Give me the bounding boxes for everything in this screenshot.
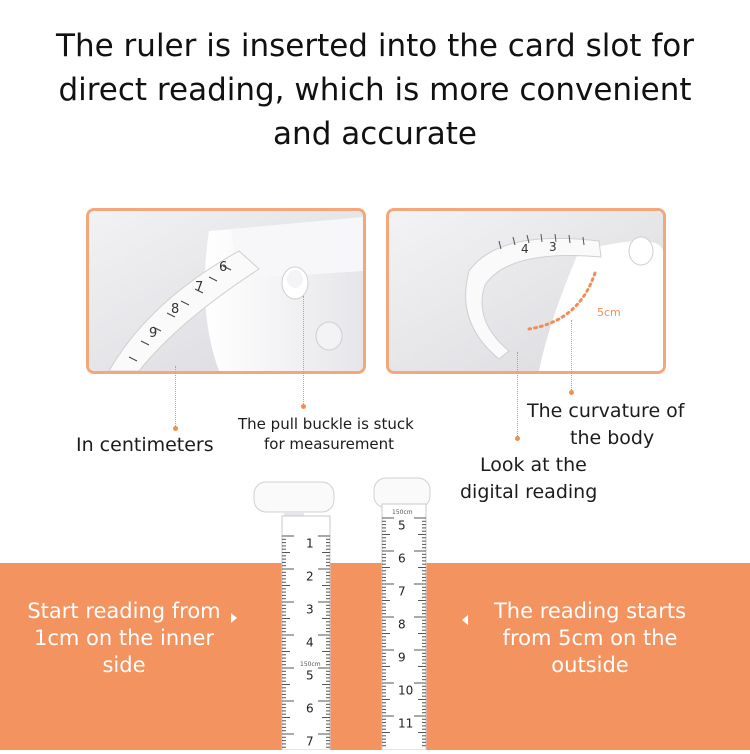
tape-number-3: 3 [549, 240, 557, 254]
tape-inner-number: 6 [306, 702, 314, 716]
tape-outside-number: 9 [398, 651, 406, 665]
leader-pull-buckle [303, 296, 304, 406]
marker-label: 5cm [597, 306, 621, 319]
caption-pull-buckle-line-1: The pull buckle is stuck [238, 415, 414, 433]
tape-inner-drawing: 1 2 3 4 5 6 7 150cm [253, 481, 335, 751]
headline: The ruler is inserted into the card slot… [20, 24, 730, 156]
headline-line-1: The ruler is inserted into the card slot… [56, 28, 694, 64]
photo-left-illustration: 9 8 7 6 [89, 211, 363, 371]
curved-tape [465, 237, 602, 360]
tape-inner-strip [281, 515, 331, 751]
leader-centimeters [175, 366, 176, 428]
leader-dot-centimeters [173, 426, 178, 431]
tape-inner-end-cap [253, 481, 335, 513]
tape-outside-strip [381, 503, 427, 751]
caption-pull-buckle-line-2: for measurement [264, 435, 395, 453]
photo-left-tape-slot: 9 8 7 6 [86, 208, 366, 374]
tape-inner-number: 7 [306, 735, 314, 749]
photo-right-curvature: 3 4 5cm [386, 208, 666, 374]
tape-inner-number: 4 [306, 636, 314, 650]
tape-inner-number: 3 [306, 603, 314, 617]
caption-curvature-line-2: the body [570, 427, 655, 449]
band-left-line-1: Start reading from [27, 599, 221, 623]
band-left-line-2: 1cm on the inner [33, 626, 215, 650]
leader-dot-pull-buckle [301, 404, 306, 409]
tape-band [108, 250, 260, 371]
tape-outside-number: 10 [398, 684, 413, 698]
leader-curvature [571, 320, 572, 392]
tape-outside: 5 6 7 8 9 10 11 150cm [370, 476, 466, 751]
tape-ticks [498, 233, 585, 250]
arrow-left-icon [462, 615, 468, 625]
caption-digital: Look at the digital reading [460, 452, 597, 506]
band-right-line-1: The reading starts [493, 599, 687, 623]
caption-digital-line-2: digital reading [460, 481, 598, 503]
bottom-band [0, 563, 750, 750]
leader-digital [517, 352, 518, 438]
caption-centimeters: In centimeters [76, 434, 214, 456]
band-text-right: The reading starts from 5cm on the outsi… [480, 598, 700, 679]
tape-inner-number: 2 [306, 570, 314, 584]
tape-inner-small-label: 150cm [300, 661, 321, 668]
band-text-left: Start reading from 1cm on the inner side [14, 598, 234, 679]
tape-outside-small-label: 150cm [392, 509, 413, 516]
band-right-line-3: outside [551, 653, 629, 677]
headline-line-3: and accurate [273, 116, 477, 152]
tape-number-9: 9 [149, 326, 157, 341]
tape-number-4: 4 [521, 242, 529, 256]
tape-number-8: 8 [171, 302, 179, 317]
tape-outside-drawing: 5 6 7 8 9 10 11 150cm [373, 477, 431, 751]
tape-ticks [128, 265, 232, 362]
caption-curvature-line-1: The curvature of [527, 400, 685, 422]
caption-digital-line-1: Look at the [480, 454, 587, 476]
tape-outside-number: 8 [398, 618, 406, 632]
tape-number-7: 7 [195, 280, 203, 295]
tape-outside-number: 11 [398, 717, 413, 731]
device-button [315, 321, 343, 351]
band-right-line-2: from 5cm on the [502, 626, 678, 650]
photo-right-illustration: 3 4 5cm [389, 211, 663, 371]
band-left-line-3: side [102, 653, 146, 677]
tape-number-6: 6 [219, 260, 227, 275]
leader-dot-digital [515, 436, 520, 441]
leader-dot-curvature [569, 390, 574, 395]
headline-line-2: direct reading, which is more convenient [58, 72, 692, 108]
pull-buckle [628, 236, 654, 266]
tape-inner-number: 5 [306, 669, 314, 683]
tape-inner-number: 1 [306, 537, 314, 551]
tape-inner: 1 2 3 4 5 6 7 150cm [246, 476, 342, 751]
caption-curvature: The curvature of the body [527, 398, 685, 452]
tape-outside-number: 7 [398, 585, 406, 599]
device-body [539, 241, 663, 371]
tape-outside-number: 5 [398, 519, 406, 533]
tape-outside-number: 6 [398, 552, 406, 566]
caption-pull-buckle: The pull buckle is stuck for measurement [238, 414, 438, 454]
arrow-right-icon [231, 613, 237, 623]
